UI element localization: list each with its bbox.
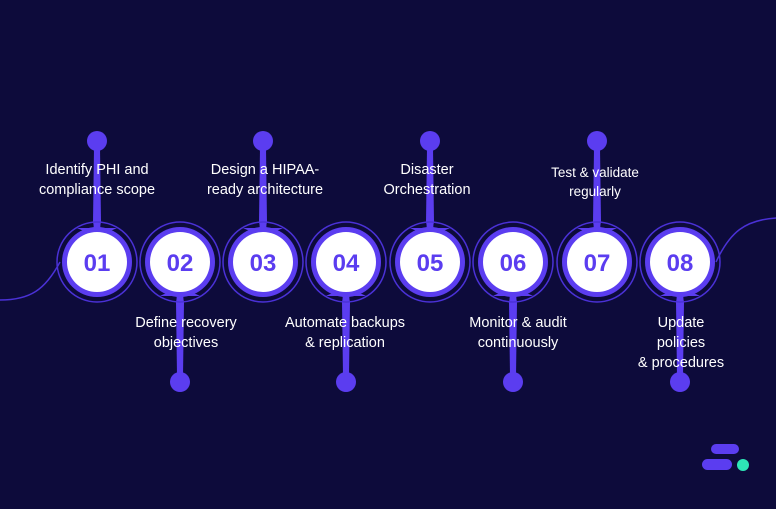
step-7-end-dot <box>587 131 607 151</box>
step-5-circle <box>400 232 460 292</box>
step-1-label: Identify PHI and compliance scope <box>38 162 156 198</box>
step-5-outer-ring <box>389 221 471 303</box>
step-1-end-dot <box>87 131 107 151</box>
connector-left <box>0 261 61 301</box>
step-8-number: 08 <box>667 250 694 277</box>
step-3-number: 03 <box>250 250 277 277</box>
step-6-number: 06 <box>500 250 527 277</box>
step-5-number: 05 <box>417 250 444 277</box>
step-5-stem <box>426 148 434 222</box>
step-7-circle <box>567 232 627 292</box>
step-8-stem <box>676 302 684 376</box>
step-3-label: Design a HIPAA- ready architecture <box>206 162 324 198</box>
step-1-stem <box>93 148 101 222</box>
step-4-circle <box>316 232 376 292</box>
step-2-number: 02 <box>167 250 194 277</box>
step-4-stem <box>342 302 350 376</box>
step-2-stem <box>176 302 184 376</box>
step-2-end-dot <box>170 372 190 392</box>
step-6-circle <box>483 232 543 292</box>
step-8-end-dot <box>670 372 690 392</box>
step-1-outer-ring <box>56 221 138 303</box>
step-7-outer-ring <box>556 221 638 303</box>
step-8-outer-ring <box>639 221 721 303</box>
step-8-circle <box>650 232 710 292</box>
brand-logo-icon <box>702 444 749 471</box>
step-3-circle <box>233 232 293 292</box>
step-7-number: 07 <box>584 250 611 277</box>
step-7-stem <box>593 148 601 222</box>
step-1-number: 01 <box>84 250 111 277</box>
step-2-circle <box>150 232 210 292</box>
step-8-label: Update policies & procedures <box>637 315 725 371</box>
step-6-outer-ring <box>472 221 554 303</box>
step-3-outer-ring <box>222 221 304 303</box>
step-2-label: Define recovery objectives <box>135 315 237 351</box>
step-4-label: Automate backups & replication <box>284 315 406 351</box>
step-3-stem <box>259 148 267 222</box>
step-7-label: Test & validate regularly <box>551 165 639 199</box>
step-6-label: Monitor & audit continuously <box>469 315 567 351</box>
step-1-circle <box>67 232 127 292</box>
step-3-end-dot <box>253 131 273 151</box>
step-4-outer-ring <box>305 221 387 303</box>
step-4-end-dot <box>336 372 356 392</box>
step-5-label: Disaster Orchestration <box>383 162 471 198</box>
step-6-end-dot <box>503 372 523 392</box>
step-2-outer-ring <box>139 221 221 303</box>
step-6-stem <box>509 302 517 376</box>
connector-right <box>715 217 776 263</box>
step-4-number: 04 <box>333 250 360 277</box>
step-5-end-dot <box>420 131 440 151</box>
